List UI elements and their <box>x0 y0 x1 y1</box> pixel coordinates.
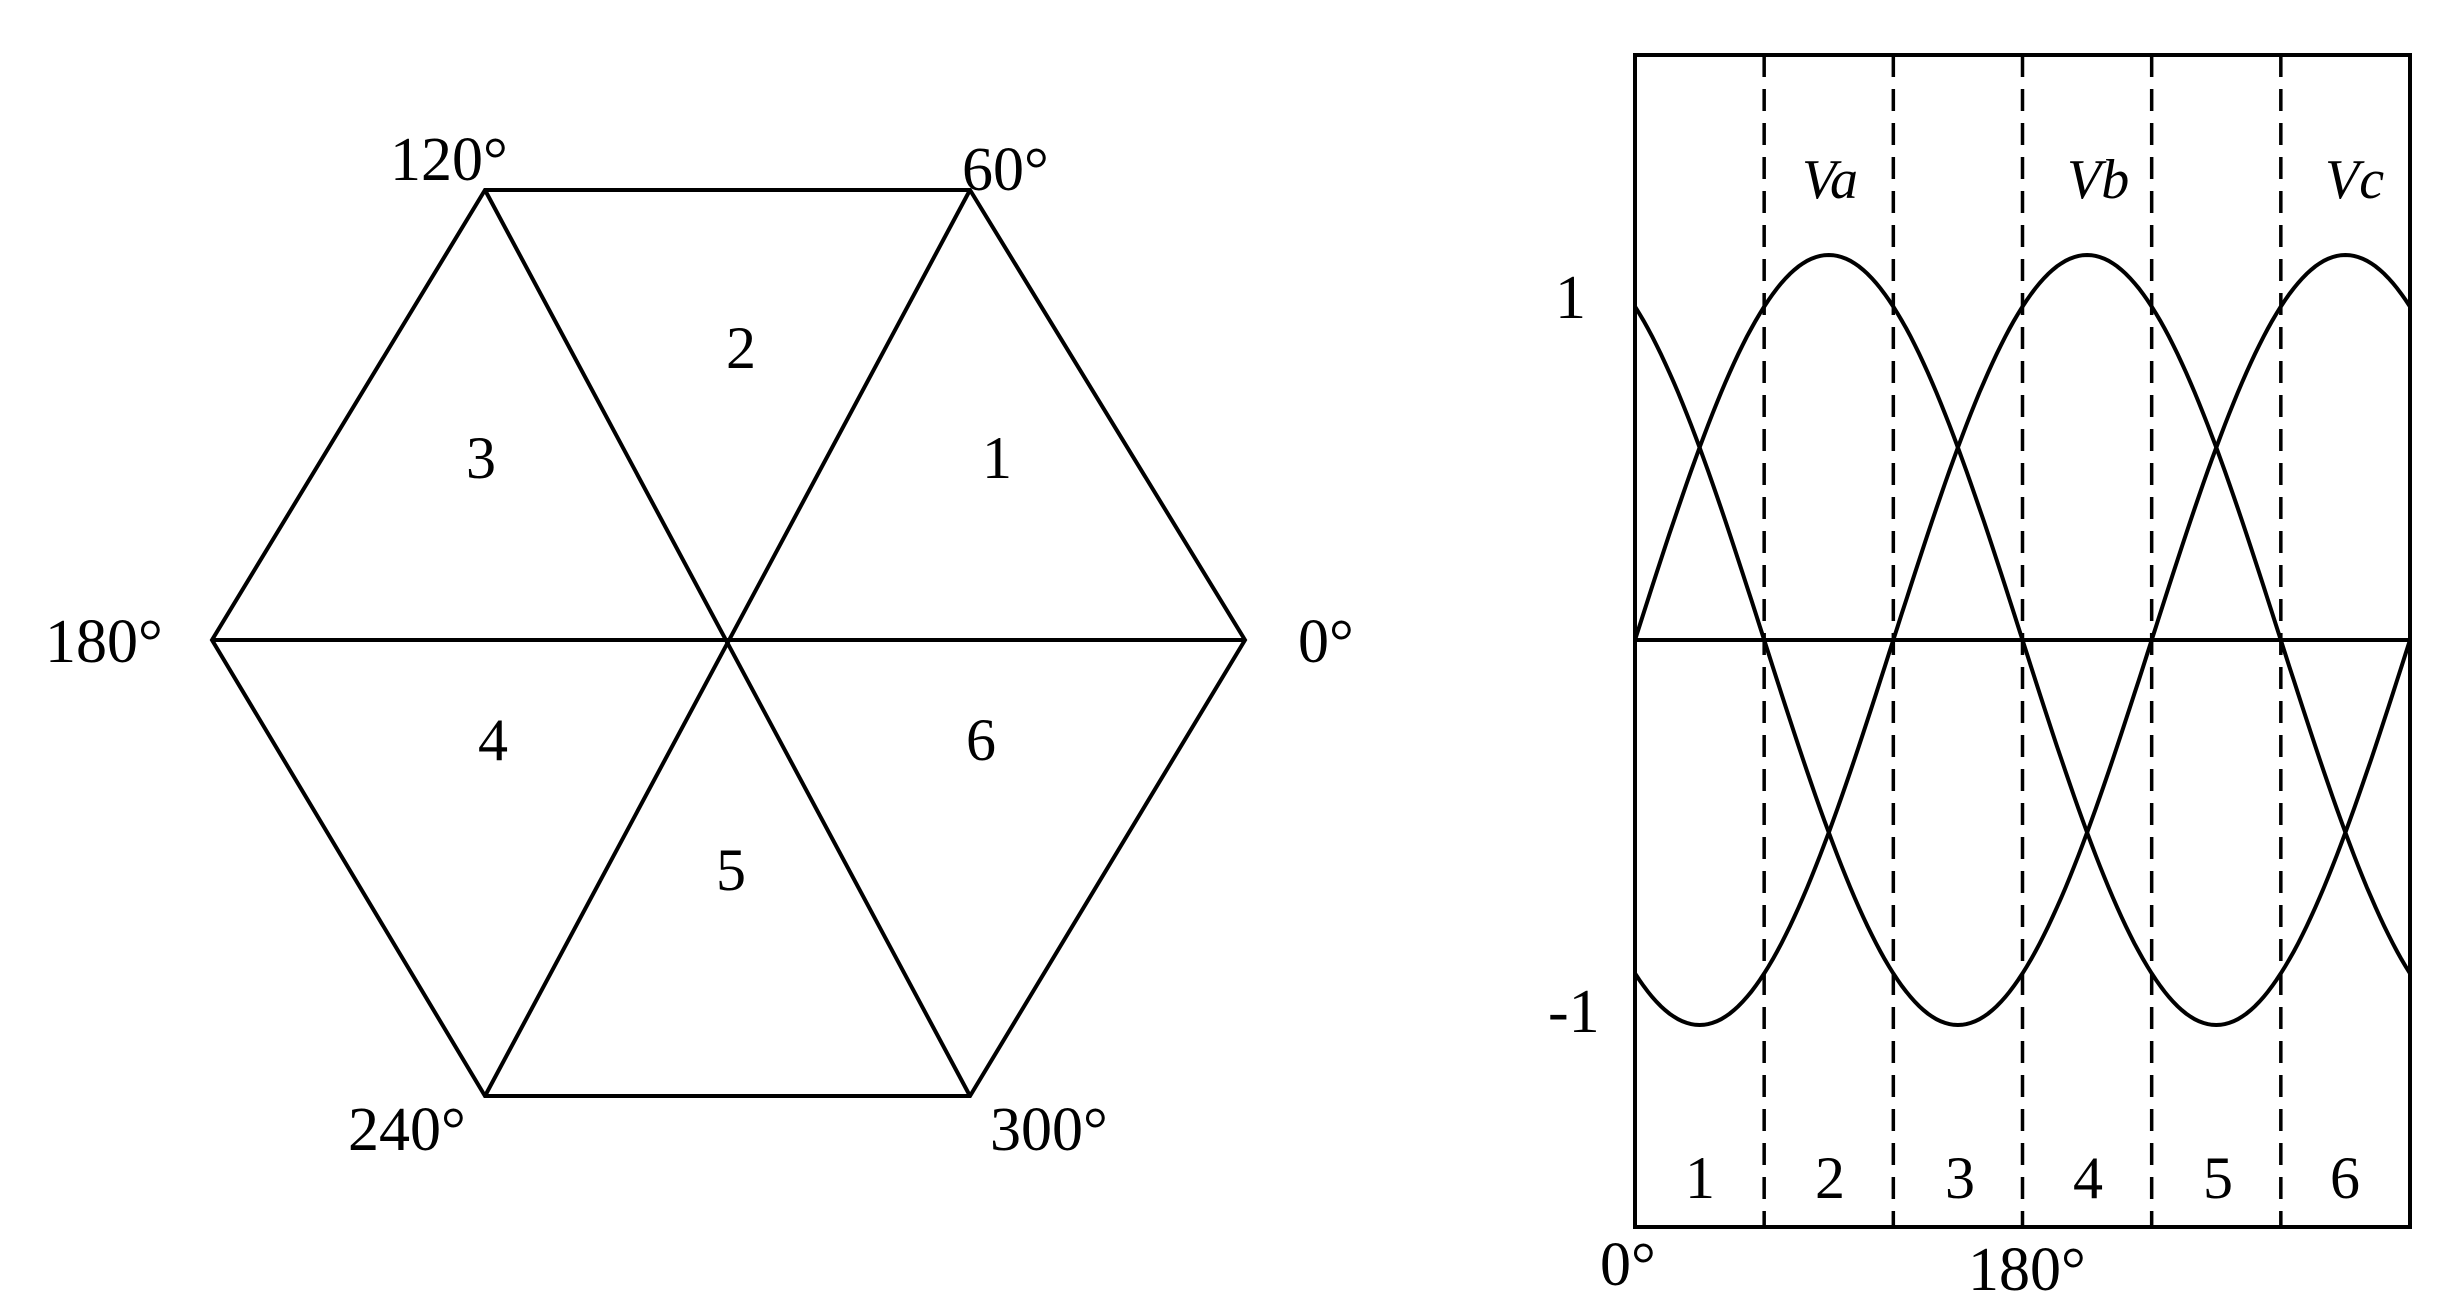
wave-sector-label-6: 6 <box>2330 1145 2360 1211</box>
waveform-diagram: 1 -1 0° 180° Va Vb Vc 1 2 3 4 5 6 <box>1548 53 2412 1297</box>
hexagon-diagonal-120-300 <box>483 189 972 1097</box>
wave-sector-label-3: 3 <box>1945 1145 1975 1211</box>
wave-sector-label-4: 4 <box>2073 1145 2103 1211</box>
hex-sector-label-1: 1 <box>982 425 1012 491</box>
vertex-label-300: 300° <box>990 1096 1108 1164</box>
vertex-label-60: 60° <box>962 136 1049 204</box>
hex-sector-label-5: 5 <box>716 837 746 903</box>
phase-curves <box>1633 252 2412 1028</box>
wave-sector-label-1: 1 <box>1685 1145 1715 1211</box>
hex-sector-label-4: 4 <box>478 707 508 773</box>
vertex-label-0: 0° <box>1298 608 1354 676</box>
ytick-label-1: 1 <box>1555 264 1586 332</box>
wave-sector-label-2: 2 <box>1815 1145 1845 1211</box>
vertex-label-120: 120° <box>390 126 508 194</box>
vertex-label-240: 240° <box>348 1096 466 1164</box>
phase-curve-vc <box>1633 252 2412 1028</box>
vertex-label-180: 180° <box>45 608 163 676</box>
hex-sector-label-3: 3 <box>466 425 496 491</box>
waveform-sector-labels: 1 2 3 4 5 6 <box>1685 1145 2360 1211</box>
phase-label-va: Va <box>1802 149 1858 211</box>
phase-label-vb: Vb <box>2067 149 2129 211</box>
hex-sector-label-2: 2 <box>726 315 756 381</box>
hex-sector-label-6: 6 <box>966 707 996 773</box>
ytick-label-minus1: -1 <box>1548 978 1600 1046</box>
xtick-label-0: 0° <box>1600 1231 1656 1297</box>
phase-curve-va <box>1633 252 2412 1028</box>
xtick-label-180: 180° <box>1968 1236 2086 1297</box>
phase-label-vc: Vc <box>2325 149 2384 211</box>
hexagon-diagram: 0° 60° 120° 180° 240° 300° 1 2 3 4 5 6 <box>45 126 1354 1164</box>
phase-curve-vb <box>1633 252 2412 1028</box>
wave-sector-label-5: 5 <box>2203 1145 2233 1211</box>
